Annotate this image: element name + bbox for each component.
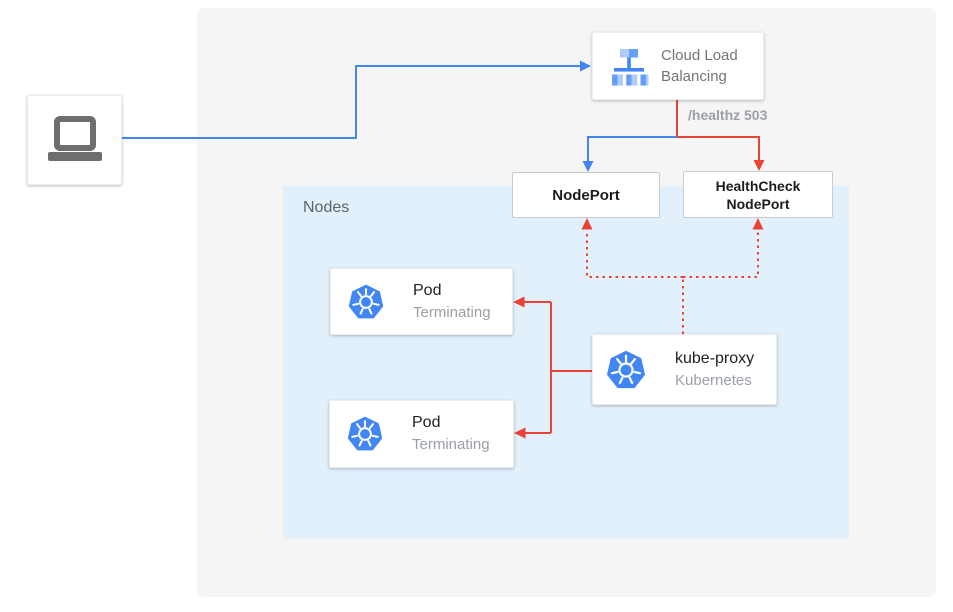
- arrowhead-into-clb: [580, 60, 591, 72]
- pod-box-1: Pod Terminating: [330, 268, 513, 335]
- edge-kubeproxy-to-pods: [524, 301, 592, 434]
- nodes-label: Nodes: [303, 199, 350, 216]
- nodeport-label: NodePort: [552, 186, 620, 204]
- kubernetes-icon: [348, 284, 384, 318]
- arrowhead-into-pod-1: [513, 296, 525, 308]
- edge-clb-to-nodeport: [587, 136, 677, 162]
- kube-proxy-subtitle: Kubernetes: [675, 371, 752, 389]
- cloud-load-balancing-label: Cloud Load Balancing: [661, 47, 738, 85]
- arrowhead-into-healthcheck-nodeport: [753, 160, 765, 171]
- kube-proxy-box: kube-proxy Kubernetes: [592, 334, 777, 405]
- edge-client-to-clb: [122, 65, 580, 139]
- pod-1-status: Terminating: [413, 303, 491, 321]
- pod-2-status: Terminating: [412, 436, 490, 453]
- cloud-load-balancing-icon: [612, 49, 649, 86]
- arrowhead-dotted-into-nodeport: [581, 218, 593, 230]
- edge-kubeproxy-to-nodeports-dotted: [586, 230, 759, 334]
- kubernetes-icon: [606, 350, 646, 388]
- pod-box-2: Pod Terminating: [329, 400, 514, 468]
- kubernetes-icon: [347, 416, 383, 451]
- pod-1-title: Pod: [413, 281, 442, 299]
- cloud-load-balancing-box: Cloud Load Balancing: [592, 32, 764, 100]
- laptop-icon: [47, 116, 102, 161]
- pod-2-title: Pod: [412, 414, 441, 431]
- client-box: [27, 95, 122, 185]
- arrowhead-into-nodeport: [582, 161, 594, 172]
- healthcheck-nodeport-box: HealthCheck NodePort: [683, 171, 833, 218]
- edge-clb-trunk: [676, 100, 760, 161]
- arrowhead-into-pod-2: [514, 427, 526, 439]
- arrowhead-dotted-into-healthcheck-nodeport: [752, 218, 764, 230]
- nodeport-box: NodePort: [512, 172, 660, 218]
- kube-proxy-title: kube-proxy: [675, 349, 755, 367]
- healthz-503-label: /healthz 503: [688, 107, 768, 123]
- healthcheck-nodeport-label: HealthCheck NodePort: [715, 177, 801, 212]
